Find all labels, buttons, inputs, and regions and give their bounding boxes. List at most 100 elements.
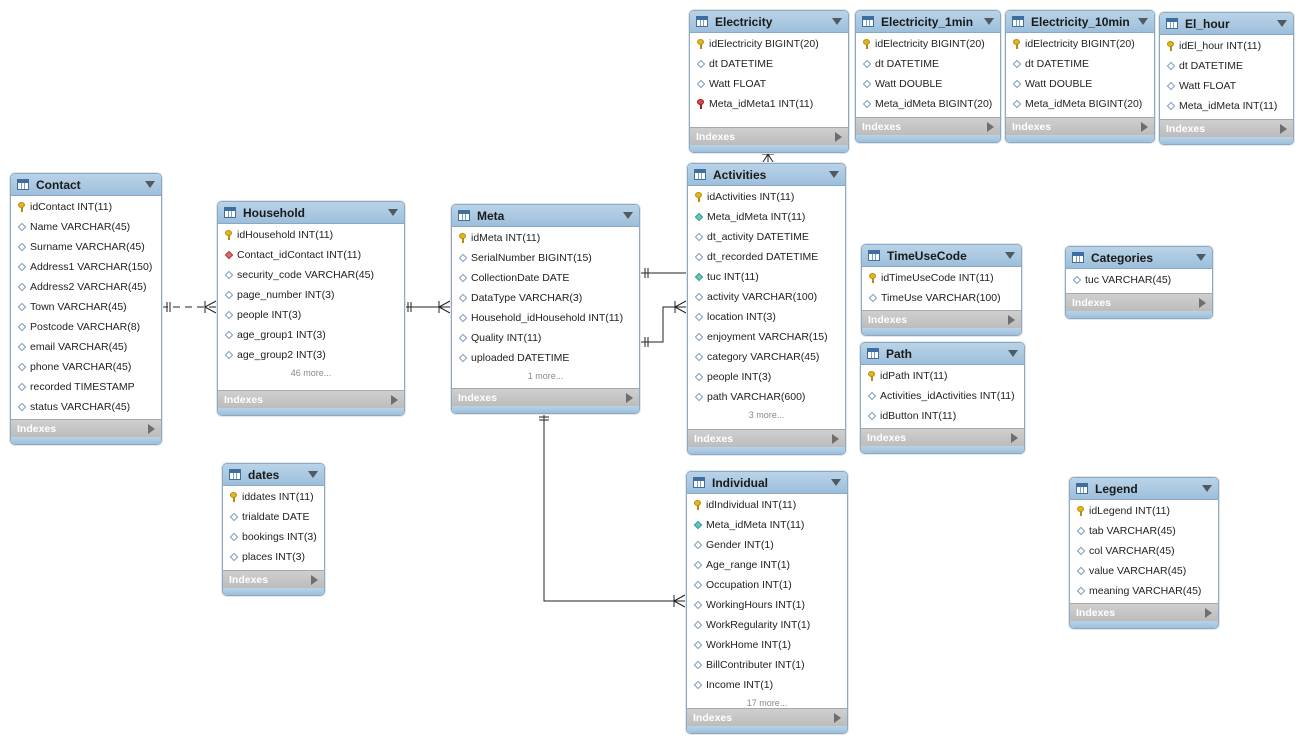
- column-row[interactable]: Name VARCHAR(45): [11, 217, 161, 237]
- expand-arrow-icon[interactable]: [1280, 123, 1287, 134]
- indexes-section[interactable]: Indexes: [862, 310, 1021, 328]
- column-row[interactable]: WorkRegularity INT(1): [687, 615, 847, 635]
- column-row[interactable]: location INT(3): [688, 307, 845, 327]
- column-row[interactable]: idPath INT(11): [861, 366, 1024, 386]
- collapse-toggle-icon[interactable]: [1277, 20, 1287, 27]
- column-row[interactable]: idContact INT(11): [11, 197, 161, 217]
- table-header[interactable]: El_hour: [1160, 13, 1293, 35]
- column-row[interactable]: Watt FLOAT: [690, 74, 848, 94]
- column-row[interactable]: idElectricity BIGINT(20): [856, 34, 1000, 54]
- table-header[interactable]: Legend: [1070, 478, 1218, 500]
- expand-arrow-icon[interactable]: [834, 712, 841, 723]
- column-row[interactable]: tab VARCHAR(45): [1070, 521, 1218, 541]
- column-row[interactable]: category VARCHAR(45): [688, 347, 845, 367]
- more-columns-link[interactable]: 17 more...: [746, 698, 788, 708]
- column-row[interactable]: value VARCHAR(45): [1070, 561, 1218, 581]
- column-row[interactable]: dt DATETIME: [1006, 54, 1154, 74]
- column-row[interactable]: activity VARCHAR(100): [688, 287, 845, 307]
- expand-arrow-icon[interactable]: [835, 131, 842, 142]
- indexes-section[interactable]: Indexes: [687, 708, 847, 726]
- column-row[interactable]: col VARCHAR(45): [1070, 541, 1218, 561]
- table-header[interactable]: Electricity_1min: [856, 11, 1000, 33]
- collapse-toggle-icon[interactable]: [145, 181, 155, 188]
- column-row[interactable]: Watt DOUBLE: [856, 74, 1000, 94]
- collapse-toggle-icon[interactable]: [623, 212, 633, 219]
- column-row[interactable]: idEl_hour INT(11): [1160, 36, 1293, 56]
- indexes-section[interactable]: Indexes: [856, 117, 1000, 135]
- indexes-section[interactable]: Indexes: [1066, 293, 1212, 311]
- column-row[interactable]: Surname VARCHAR(45): [11, 237, 161, 257]
- column-row[interactable]: Meta_idMeta INT(11): [1160, 96, 1293, 116]
- indexes-section[interactable]: Indexes: [1070, 603, 1218, 621]
- column-row[interactable]: Meta_idMeta BIGINT(20): [1006, 94, 1154, 114]
- indexes-section[interactable]: Indexes: [861, 428, 1024, 446]
- column-row[interactable]: idElectricity BIGINT(20): [1006, 34, 1154, 54]
- collapse-toggle-icon[interactable]: [1196, 254, 1206, 261]
- indexes-section[interactable]: Indexes: [452, 388, 639, 406]
- column-row[interactable]: Meta_idMeta INT(11): [687, 515, 847, 535]
- column-row[interactable]: age_group1 INT(3): [218, 325, 404, 345]
- column-row[interactable]: iddates INT(11): [223, 487, 324, 507]
- column-row[interactable]: phone VARCHAR(45): [11, 357, 161, 377]
- more-columns-link[interactable]: 46 more...: [290, 368, 332, 378]
- expand-arrow-icon[interactable]: [626, 392, 633, 403]
- column-row[interactable]: Age_range INT(1): [687, 555, 847, 575]
- column-row[interactable]: Meta_idMeta BIGINT(20): [856, 94, 1000, 114]
- column-row[interactable]: idTimeUseCode INT(11): [862, 268, 1021, 288]
- column-row[interactable]: dt DATETIME: [690, 54, 848, 74]
- column-row[interactable]: Address1 VARCHAR(150): [11, 257, 161, 277]
- column-row[interactable]: dt_recorded DATETIME: [688, 247, 845, 267]
- collapse-toggle-icon[interactable]: [832, 18, 842, 25]
- table-header[interactable]: Electricity: [690, 11, 848, 33]
- column-row[interactable]: dt DATETIME: [1160, 56, 1293, 76]
- column-row[interactable]: uploaded DATETIME: [452, 348, 639, 368]
- column-row[interactable]: Meta_idMeta1 INT(11): [690, 94, 848, 114]
- column-row[interactable]: idLegend INT(11): [1070, 501, 1218, 521]
- table-header[interactable]: Activities: [688, 164, 845, 186]
- column-row[interactable]: age_group2 INT(3): [218, 345, 404, 365]
- table-header[interactable]: Individual: [687, 472, 847, 494]
- column-row[interactable]: Household_idHousehold INT(11): [452, 308, 639, 328]
- column-row[interactable]: status VARCHAR(45): [11, 397, 161, 417]
- table-header[interactable]: Path: [861, 343, 1024, 365]
- column-row[interactable]: WorkHome INT(1): [687, 635, 847, 655]
- column-row[interactable]: people INT(3): [688, 367, 845, 387]
- expand-arrow-icon[interactable]: [311, 574, 318, 585]
- column-row[interactable]: CollectionDate DATE: [452, 268, 639, 288]
- more-columns-link[interactable]: 3 more...: [748, 410, 785, 420]
- expand-arrow-icon[interactable]: [832, 433, 839, 444]
- column-row[interactable]: WorkingHours INT(1): [687, 595, 847, 615]
- column-row[interactable]: enjoyment VARCHAR(15): [688, 327, 845, 347]
- column-row[interactable]: idMeta INT(11): [452, 228, 639, 248]
- indexes-section[interactable]: Indexes: [223, 570, 324, 588]
- column-row[interactable]: Occupation INT(1): [687, 575, 847, 595]
- column-row[interactable]: Quality INT(11): [452, 328, 639, 348]
- table-header[interactable]: Household: [218, 202, 404, 224]
- column-row[interactable]: tuc VARCHAR(45): [1066, 270, 1212, 290]
- table-header[interactable]: Meta: [452, 205, 639, 227]
- column-row[interactable]: Watt FLOAT: [1160, 76, 1293, 96]
- table-header[interactable]: TimeUseCode: [862, 245, 1021, 267]
- column-row[interactable]: idButton INT(11): [861, 406, 1024, 426]
- column-row[interactable]: idActivities INT(11): [688, 187, 845, 207]
- column-row[interactable]: email VARCHAR(45): [11, 337, 161, 357]
- column-row[interactable]: dt_activity DATETIME: [688, 227, 845, 247]
- column-row[interactable]: Activities_idActivities INT(11): [861, 386, 1024, 406]
- indexes-section[interactable]: Indexes: [1006, 117, 1154, 135]
- indexes-section[interactable]: Indexes: [688, 429, 845, 447]
- collapse-toggle-icon[interactable]: [831, 479, 841, 486]
- column-row[interactable]: recorded TIMESTAMP: [11, 377, 161, 397]
- expand-arrow-icon[interactable]: [1008, 314, 1015, 325]
- column-row[interactable]: idHousehold INT(11): [218, 225, 404, 245]
- column-row[interactable]: tuc INT(11): [688, 267, 845, 287]
- indexes-section[interactable]: Indexes: [1160, 119, 1293, 137]
- more-columns-link[interactable]: 1 more...: [527, 371, 564, 381]
